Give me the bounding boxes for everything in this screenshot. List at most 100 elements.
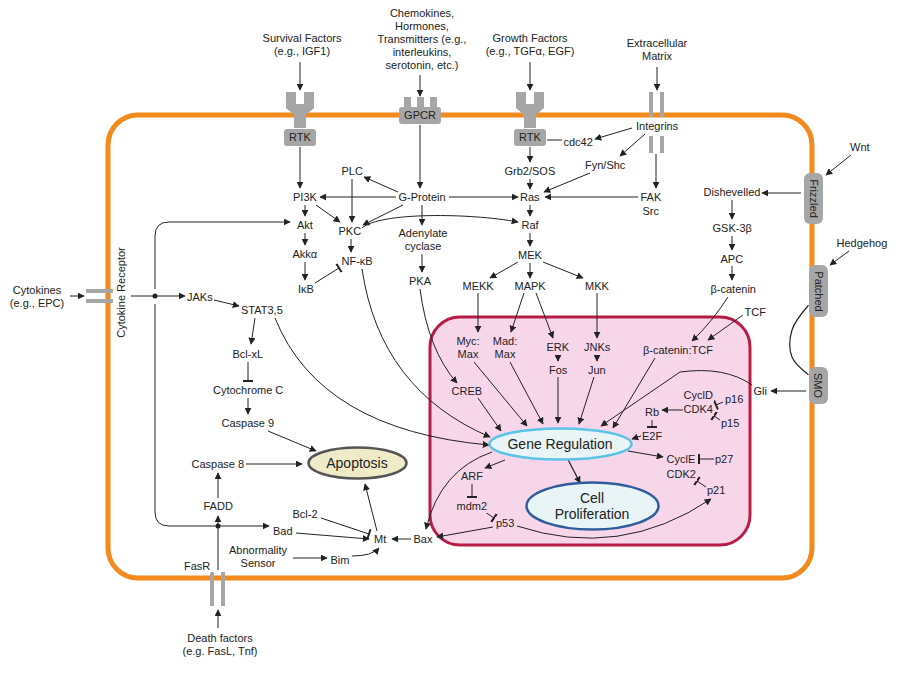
pathway-arrow (485, 460, 505, 468)
pathway-label: Raf (521, 219, 540, 232)
pathway-label: STAT3,5 (240, 304, 284, 317)
pathway-arrow (632, 436, 641, 439)
pathway-label: Akt (296, 219, 314, 232)
pathway-arrow (657, 67, 658, 90)
pathway-label: Survival Factors (e.g., IGF1) (255, 32, 350, 58)
pathway-arrow (155, 304, 269, 526)
pathway-arrow (422, 205, 423, 225)
receptor-box: RTK (514, 129, 546, 146)
pathway-label: CyclE (666, 453, 697, 466)
ellipse-shape (489, 429, 631, 460)
pathway-label: Gli (753, 385, 768, 398)
pathway-label: p53 (495, 517, 515, 530)
pathway-arrow (449, 197, 518, 198)
pathway-arrow (530, 147, 531, 162)
pathway-arrow (364, 177, 398, 192)
pathway-label: p16 (724, 393, 744, 406)
pathway-arrow (251, 318, 255, 344)
pathway-label: ERK (546, 341, 571, 354)
node-text: Patched (812, 271, 825, 311)
pathway-arrow (300, 147, 301, 188)
pathway-label: Akkα (292, 248, 319, 261)
pathway-label: TCF (744, 306, 767, 319)
pathway-label: E2F (641, 430, 663, 443)
pathway-arrow (218, 516, 219, 526)
pathway-label: PKC (338, 225, 363, 238)
pathway-arrow (420, 289, 457, 383)
inhibition-line (321, 518, 369, 534)
pathway-arrow (530, 233, 531, 246)
pathway-arrow (296, 533, 369, 539)
process-ellipse: Cell Proliferation (525, 481, 660, 531)
node-text: GPCR (404, 109, 436, 122)
pathway-label: p15 (720, 417, 740, 430)
pathway-label: Bad (272, 525, 294, 538)
pathway-arrow (732, 200, 733, 219)
pathway-label: p21 (706, 484, 726, 497)
pathway-label: CDK2 (666, 468, 697, 481)
pathway-arrow (316, 205, 340, 222)
pathway-arrow (362, 269, 490, 437)
node-text: SMO (812, 372, 825, 397)
pathway-label: Cytokines (e.g., EPC) (6, 284, 68, 310)
pathway-arrow (305, 262, 306, 280)
pathway-arrow (246, 464, 302, 465)
pathway-arrow (478, 398, 501, 431)
pathway-label: mdm2 (456, 500, 489, 513)
pathway-label: Death factors (e.g. FasL, Tnf) (176, 632, 264, 658)
process-ellipse: Gene Regulation (488, 427, 633, 461)
pathway-label: Bim (330, 554, 351, 567)
edge-connector (790, 305, 809, 375)
pathway-label: JNKs (583, 341, 611, 354)
pathway-arrow (305, 233, 306, 245)
gpcr-receptor (404, 97, 437, 107)
pathway-arrow (352, 179, 353, 222)
pathway-line (547, 140, 562, 141)
pathway-arrow (530, 263, 531, 278)
pathway-label: Abnormality Sensor (223, 544, 293, 570)
pathway-arrow (490, 262, 518, 278)
pathway-label: MEKK (462, 280, 495, 293)
pathway-arrow (420, 125, 421, 188)
pathway-label: p27 (714, 453, 734, 466)
pathway-label: FAK (640, 191, 663, 204)
pathway-line (218, 526, 219, 570)
ellipse-shape (526, 483, 658, 530)
pathway-arrow-group (70, 62, 851, 628)
pathway-label: Ras (519, 191, 541, 204)
pathway-label: Integrins (635, 120, 679, 133)
pathway-arrow (420, 75, 421, 96)
pathway-label: G-Protein (398, 191, 447, 204)
pathway-label: β-catenin:TCF (642, 344, 714, 357)
pathway-label: MKK (584, 280, 610, 293)
pathway-label: Caspase 9 (221, 417, 276, 430)
inhibition-line (652, 420, 653, 427)
pathway-label: Adenylate cyclase (393, 227, 453, 253)
pathway-arrow (426, 452, 492, 529)
pathway-line-group (218, 140, 562, 570)
pathway-label: MAPK (514, 280, 547, 293)
pathway-arrow (732, 266, 733, 280)
pathway-label: IκB (297, 283, 315, 296)
pathway-arrow (214, 300, 239, 306)
pathway-arrow (320, 197, 396, 198)
pathway-arrow (545, 197, 638, 198)
pathway-arrow (579, 377, 594, 424)
cell-membrane (108, 115, 812, 578)
node-text: RTK (519, 131, 541, 144)
pathway-arrow (558, 377, 559, 423)
inhibition-line-group (248, 268, 723, 534)
pathway-arrow (597, 293, 598, 338)
pathway-label: Bcl-xL (232, 348, 265, 361)
pathway-label: Extracellular Matrix (615, 37, 700, 63)
pathway-arrow (292, 558, 327, 559)
pathway-arrow (771, 391, 806, 392)
inhibition-line (716, 402, 723, 405)
pathway-arrow (597, 355, 598, 361)
pathway-label: β-catenin (710, 283, 757, 296)
pathway-arrow (511, 293, 524, 332)
node-text: Cell Proliferation (545, 490, 640, 522)
inhibition-line (315, 268, 339, 283)
